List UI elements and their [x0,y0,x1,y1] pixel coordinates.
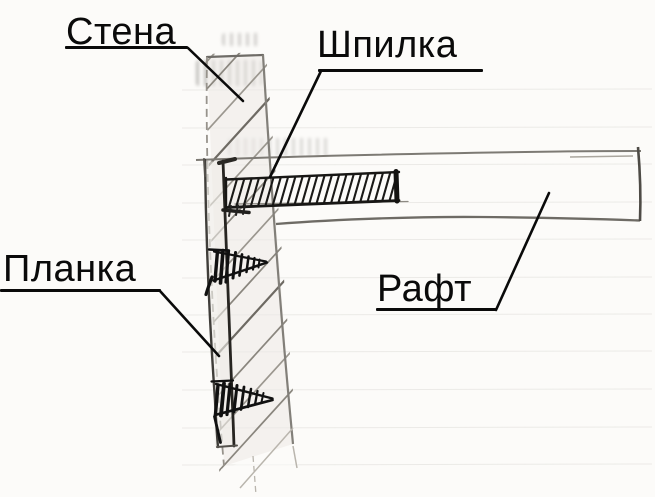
wall-bottom-faint-hatch [239,427,294,489]
batten-leader-line [158,289,221,358]
stud-threads-stroke [300,175,311,205]
screw-lower-head-stroke [219,381,226,418]
stud-anchor-tick [235,204,239,216]
stud-threads-stroke [242,178,253,208]
screw-lower-tail [213,415,222,444]
stud-bottom-edge [224,199,401,209]
paper-showthrough-smudge [222,33,262,46]
stud-threads-stroke [264,177,275,207]
screw-lower-head-stroke [213,383,220,416]
screw-lower-cap-line [210,379,235,383]
screw-upper-bottom-edge [212,261,269,282]
stud-threads-stroke [322,174,333,205]
wall-label: Стена [66,13,176,51]
screw-lower-top-edge [214,382,274,400]
batten-face [205,161,233,447]
batten-label-underline [0,289,161,292]
rafter-inner-faint-line [569,155,634,158]
stud-threads-stroke [359,173,370,203]
stud-label: Шпилка [317,26,457,64]
rafter-beam [195,146,642,226]
wall-right-edge [261,54,295,445]
wall-label-text: Стена [66,11,177,53]
batten-top-cap [217,157,237,165]
stud-threads-stroke [308,175,319,205]
rafter-bottom-edge [275,215,641,226]
stud-threads-stroke [235,178,246,208]
screw-lower-thread [253,389,259,406]
stud-threads-stroke [279,176,289,206]
screw-upper-head-stroke [213,249,220,283]
stud-leader-line [268,69,323,179]
screw-upper-top-edge [212,250,268,263]
stud-threads-stroke [227,178,238,208]
screw-lower-bottom-edge [213,398,274,417]
stud-threads-stroke [373,172,384,203]
leader-lines [158,46,551,358]
stud-threads-stroke [330,174,341,204]
batten-bottom-edge [216,444,238,448]
wall-label-underline [65,46,188,49]
wall-leader-line [186,46,245,103]
stud-threads-stroke [315,174,326,205]
rafter-leader-line [494,191,551,312]
screw-upper-tail [204,275,214,297]
stud-label-text: Шпилка [317,24,458,66]
stud-top-edge [224,170,401,181]
stud-threads-stroke [381,172,392,202]
stud-threads-stroke [286,176,297,206]
stud-threads-stroke [366,172,377,203]
rafter-top-edge [195,150,642,161]
stud-threads-stroke [249,177,260,208]
rafter-label-underline [376,308,497,311]
stud-threads-stroke [293,175,304,206]
stud-anchor-tick [242,204,246,215]
wall-hatching-stroke [205,52,300,139]
stud-threads-stroke [337,174,348,204]
screw-lower [210,379,274,444]
screw-upper-cap-line [207,248,231,252]
stud-threads-stroke [344,173,355,204]
wall-right-edge-faint-continuation [292,445,298,469]
stud-threads [227,171,399,208]
wall-bottom-faint-line [252,455,257,496]
stud-threads-stroke [271,176,282,207]
rafter-label-text: Рафт [377,268,473,310]
batten-label-text: Планка [3,248,137,290]
threaded-stud [221,169,409,217]
screw-lower-head-stroke [225,382,232,417]
stud-anchor-tick [228,205,232,217]
rafter-label: Рафт [377,270,472,308]
batten-label: Планка [3,250,136,288]
stud-right-end-cap [393,169,400,204]
batten-right-edge [221,159,236,448]
stud-threads-stroke [257,177,268,207]
screw-lower-thread [260,392,265,403]
screw-upper [204,248,269,297]
wall-top-edge [205,53,265,59]
stud-threads-stroke [352,173,362,203]
rafter-end-edge [636,146,642,222]
stud-label-underline [318,69,483,72]
wall-hatching-stroke [205,52,298,101]
wall-fadeout [221,447,301,497]
batten-top-left-tick [203,158,206,177]
